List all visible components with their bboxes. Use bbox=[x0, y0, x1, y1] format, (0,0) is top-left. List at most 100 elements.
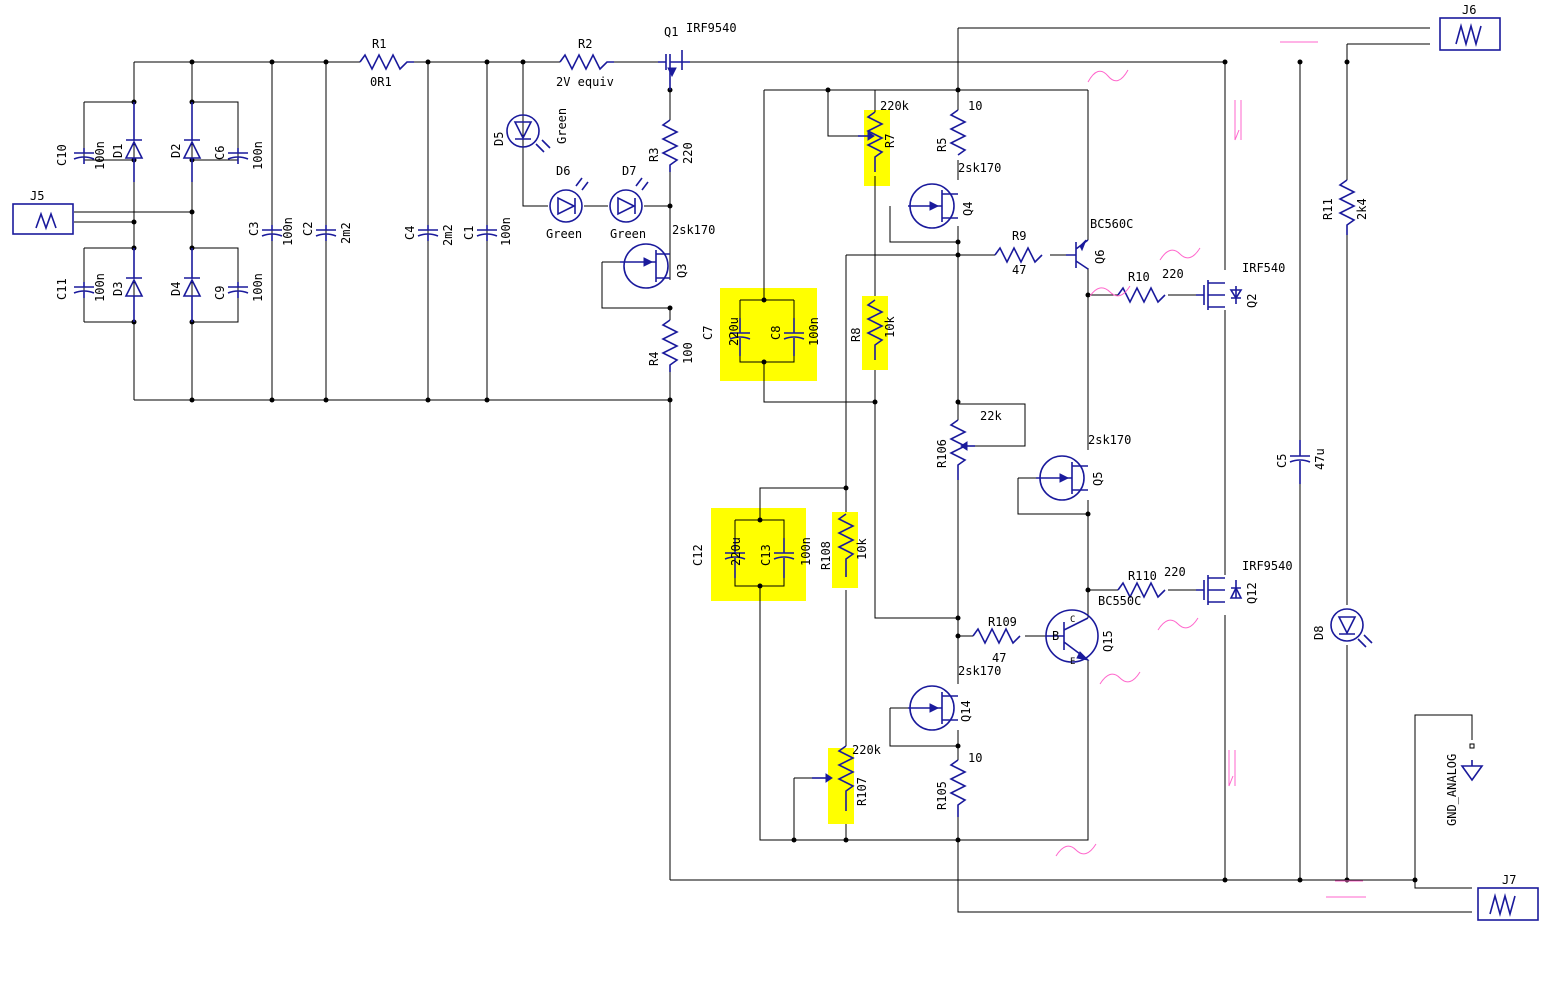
resistor-r110 bbox=[1117, 581, 1166, 599]
label-c2-value: 2m2 bbox=[339, 222, 353, 244]
mosfet-q1 bbox=[658, 50, 690, 90]
label-q15-emitter: E bbox=[1070, 657, 1075, 667]
resistor-r11 bbox=[1338, 179, 1356, 235]
resistor-r9 bbox=[994, 246, 1043, 264]
label-gnd-analog: GND_ANALOG bbox=[1445, 754, 1459, 826]
label-c4: C4 bbox=[403, 226, 417, 240]
resistor-r109 bbox=[972, 627, 1021, 645]
label-q1: Q1 bbox=[664, 25, 678, 39]
label-d3: D3 bbox=[111, 282, 125, 296]
bjt-q15 bbox=[1045, 609, 1099, 663]
connector-j6 bbox=[1439, 17, 1501, 51]
label-r4-value: 100 bbox=[681, 342, 695, 364]
label-r9-value: 47 bbox=[1012, 263, 1026, 277]
label-c1-value: 100n bbox=[499, 217, 513, 246]
label-r110-value: 220 bbox=[1164, 565, 1186, 579]
label-c5-value: 47u bbox=[1313, 448, 1327, 470]
label-r108: R108 bbox=[819, 541, 833, 570]
label-r106: R106 bbox=[935, 439, 949, 468]
gnd-analog-symbol bbox=[1460, 743, 1484, 782]
label-r8-value: 10k bbox=[883, 316, 897, 338]
label-r10-value: 220 bbox=[1162, 267, 1184, 281]
label-q3-value: 2sk170 bbox=[672, 223, 715, 237]
capacitor-c12 bbox=[724, 538, 746, 578]
label-r10: R10 bbox=[1128, 270, 1150, 284]
label-d6: D6 bbox=[556, 164, 570, 178]
label-q1-value: IRF9540 bbox=[686, 21, 737, 35]
label-r2: R2 bbox=[578, 37, 592, 51]
label-r106-value: 22k bbox=[980, 409, 1002, 423]
label-q5-value: 2sk170 bbox=[1088, 433, 1131, 447]
label-q6-value: BC560C bbox=[1090, 217, 1133, 231]
label-c8-value: 100n bbox=[807, 317, 821, 346]
label-r11: R11 bbox=[1321, 198, 1335, 220]
capacitor-c6 bbox=[227, 148, 249, 164]
jfet-q5 bbox=[1036, 455, 1088, 501]
label-c6: C6 bbox=[213, 146, 227, 160]
capacitors bbox=[73, 148, 1311, 578]
mosfet-q12 bbox=[1196, 575, 1243, 605]
label-d5: D5 bbox=[492, 132, 506, 146]
label-c9-value: 100n bbox=[251, 273, 265, 302]
led-d6 bbox=[549, 177, 589, 223]
label-d6-value: Green bbox=[546, 227, 582, 241]
label-q5: Q5 bbox=[1091, 472, 1105, 486]
label-c2: C2 bbox=[301, 222, 315, 236]
mosfet-q2 bbox=[1196, 280, 1243, 310]
highlight-regions bbox=[711, 110, 890, 824]
label-r110: R110 bbox=[1128, 569, 1157, 583]
label-c5: C5 bbox=[1275, 454, 1289, 468]
diode-d4 bbox=[182, 248, 202, 322]
jfet-q3 bbox=[620, 243, 670, 289]
label-r107-value: 220k bbox=[852, 743, 882, 757]
resistor-r3 bbox=[661, 119, 679, 172]
capacitor-c13 bbox=[773, 538, 795, 578]
capacitor-c9 bbox=[227, 282, 249, 298]
pot-wipers bbox=[812, 131, 975, 783]
label-q2-value: IRF540 bbox=[1242, 261, 1285, 275]
label-c1: C1 bbox=[462, 226, 476, 240]
label-j7: J7 bbox=[1502, 873, 1516, 887]
label-d5-value: Green bbox=[555, 108, 569, 144]
label-r3-value: 220 bbox=[681, 142, 695, 164]
label-c13-value: 100n bbox=[799, 537, 813, 566]
transistors bbox=[620, 50, 1243, 731]
capacitor-c5 bbox=[1289, 440, 1311, 484]
resistor-r4 bbox=[661, 319, 679, 372]
led-d5 bbox=[506, 114, 551, 153]
capacitor-c1 bbox=[476, 225, 498, 241]
resistor-r105 bbox=[949, 759, 967, 817]
capacitor-c4 bbox=[417, 225, 439, 241]
label-d1: D1 bbox=[111, 144, 125, 158]
label-r109: R109 bbox=[988, 615, 1017, 629]
wires bbox=[74, 27, 1473, 913]
label-q2: Q2 bbox=[1245, 294, 1259, 308]
bjt-q6 bbox=[1066, 239, 1089, 270]
label-c13: C13 bbox=[759, 544, 773, 566]
resistor-r10 bbox=[1117, 286, 1166, 304]
highlight-r7 bbox=[864, 110, 890, 186]
resistor-r108 bbox=[837, 513, 855, 577]
connectors bbox=[12, 17, 1539, 921]
led-d7 bbox=[609, 177, 649, 223]
connector-j5 bbox=[12, 203, 74, 235]
label-r107: R107 bbox=[855, 777, 869, 806]
resistor-r2 bbox=[559, 53, 614, 71]
label-r9: R9 bbox=[1012, 229, 1026, 243]
label-q15-value: BC550C bbox=[1098, 594, 1141, 608]
label-j5: J5 bbox=[30, 189, 44, 203]
label-c7: C7 bbox=[701, 326, 715, 340]
label-d8: D8 bbox=[1312, 626, 1326, 640]
label-c10-value: 100n bbox=[93, 141, 107, 170]
label-q15-collector: C bbox=[1070, 615, 1075, 625]
component-labels: R1 0R1 R2 2V equiv Q1 IRF9540 J5 J6 J7 C… bbox=[30, 3, 1516, 887]
label-q12: Q12 bbox=[1245, 582, 1259, 604]
label-r5: R5 bbox=[935, 138, 949, 152]
label-r2-value: 2V equiv bbox=[556, 75, 614, 89]
label-d7-value: Green bbox=[610, 227, 646, 241]
label-q15: Q15 bbox=[1101, 630, 1115, 652]
pink-annotations bbox=[1055, 41, 1366, 898]
label-c12: C12 bbox=[691, 544, 705, 566]
resistor-r8 bbox=[866, 299, 884, 360]
